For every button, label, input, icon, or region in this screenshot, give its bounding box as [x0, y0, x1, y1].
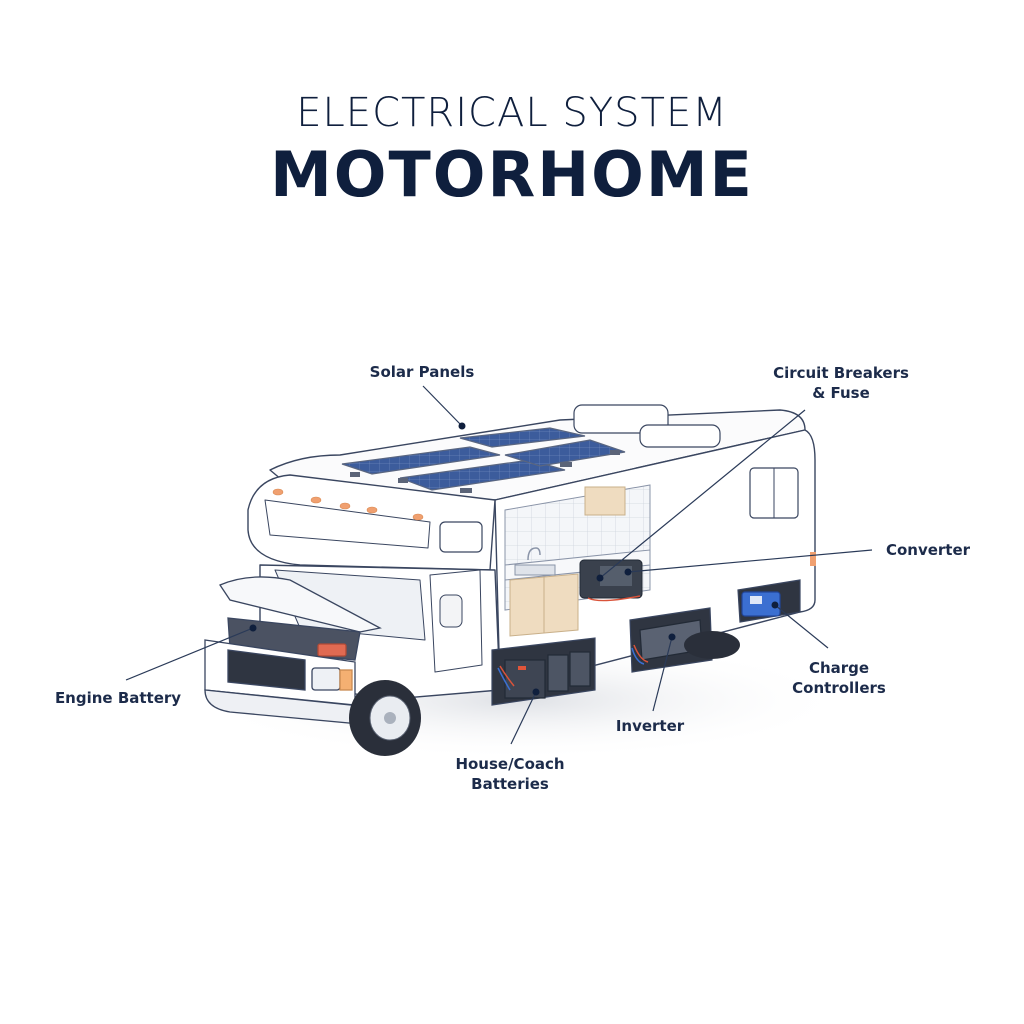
label-solar-panels: Solar Panels [362, 362, 482, 382]
engine-battery [317, 643, 347, 657]
label-inverter-text: Inverter [615, 717, 685, 735]
leader-lines [125, 385, 873, 745]
label-charge-controllers-line2: Controllers [792, 679, 886, 697]
label-engine-battery: Engine Battery [48, 688, 188, 708]
rear-wheel [684, 631, 740, 659]
label-house-batteries: House/Coach Batteries [445, 754, 575, 794]
label-converter: Converter [878, 540, 978, 560]
label-circuit-breakers-line2: & Fuse [812, 384, 870, 402]
label-circuit-breakers: Circuit Breakers & Fuse [761, 363, 921, 403]
diagram-subtitle: ELECTRICAL SYSTEM [296, 90, 728, 136]
label-solar-panels-text: Solar Panels [369, 363, 475, 381]
marker-lights [272, 488, 424, 521]
charge-controller-bay [737, 579, 801, 623]
leader-solar-panels [422, 385, 463, 427]
leader-engine-battery [125, 627, 254, 681]
label-house-batteries-line2: Batteries [471, 775, 549, 793]
converter-unit [579, 559, 643, 602]
house-batteries-bay [491, 637, 596, 706]
rear-marker-light [810, 552, 816, 566]
label-circuit-breakers-line1: Circuit Breakers [773, 364, 909, 382]
rv-body [247, 409, 816, 701]
kitchen-cutaway [504, 484, 651, 637]
label-converter-text: Converter [885, 541, 971, 559]
leader-converter [627, 549, 873, 573]
label-engine-battery-text: Engine Battery [54, 689, 182, 707]
diagram-title: MOTORHOME [270, 138, 754, 211]
label-inverter: Inverter [605, 716, 695, 736]
label-charge-controllers-line1: Charge [808, 659, 870, 677]
roof-ac-units [573, 404, 721, 448]
label-charge-controllers: Charge Controllers [784, 658, 894, 698]
leader-circuit-breakers [599, 409, 806, 579]
leader-charge-controllers [774, 604, 829, 649]
front-wheel [349, 680, 421, 756]
label-house-batteries-line1: House/Coach [455, 755, 565, 773]
solar-panels [341, 427, 626, 493]
leader-house-batteries [510, 691, 537, 745]
leader-inverter [652, 636, 673, 712]
